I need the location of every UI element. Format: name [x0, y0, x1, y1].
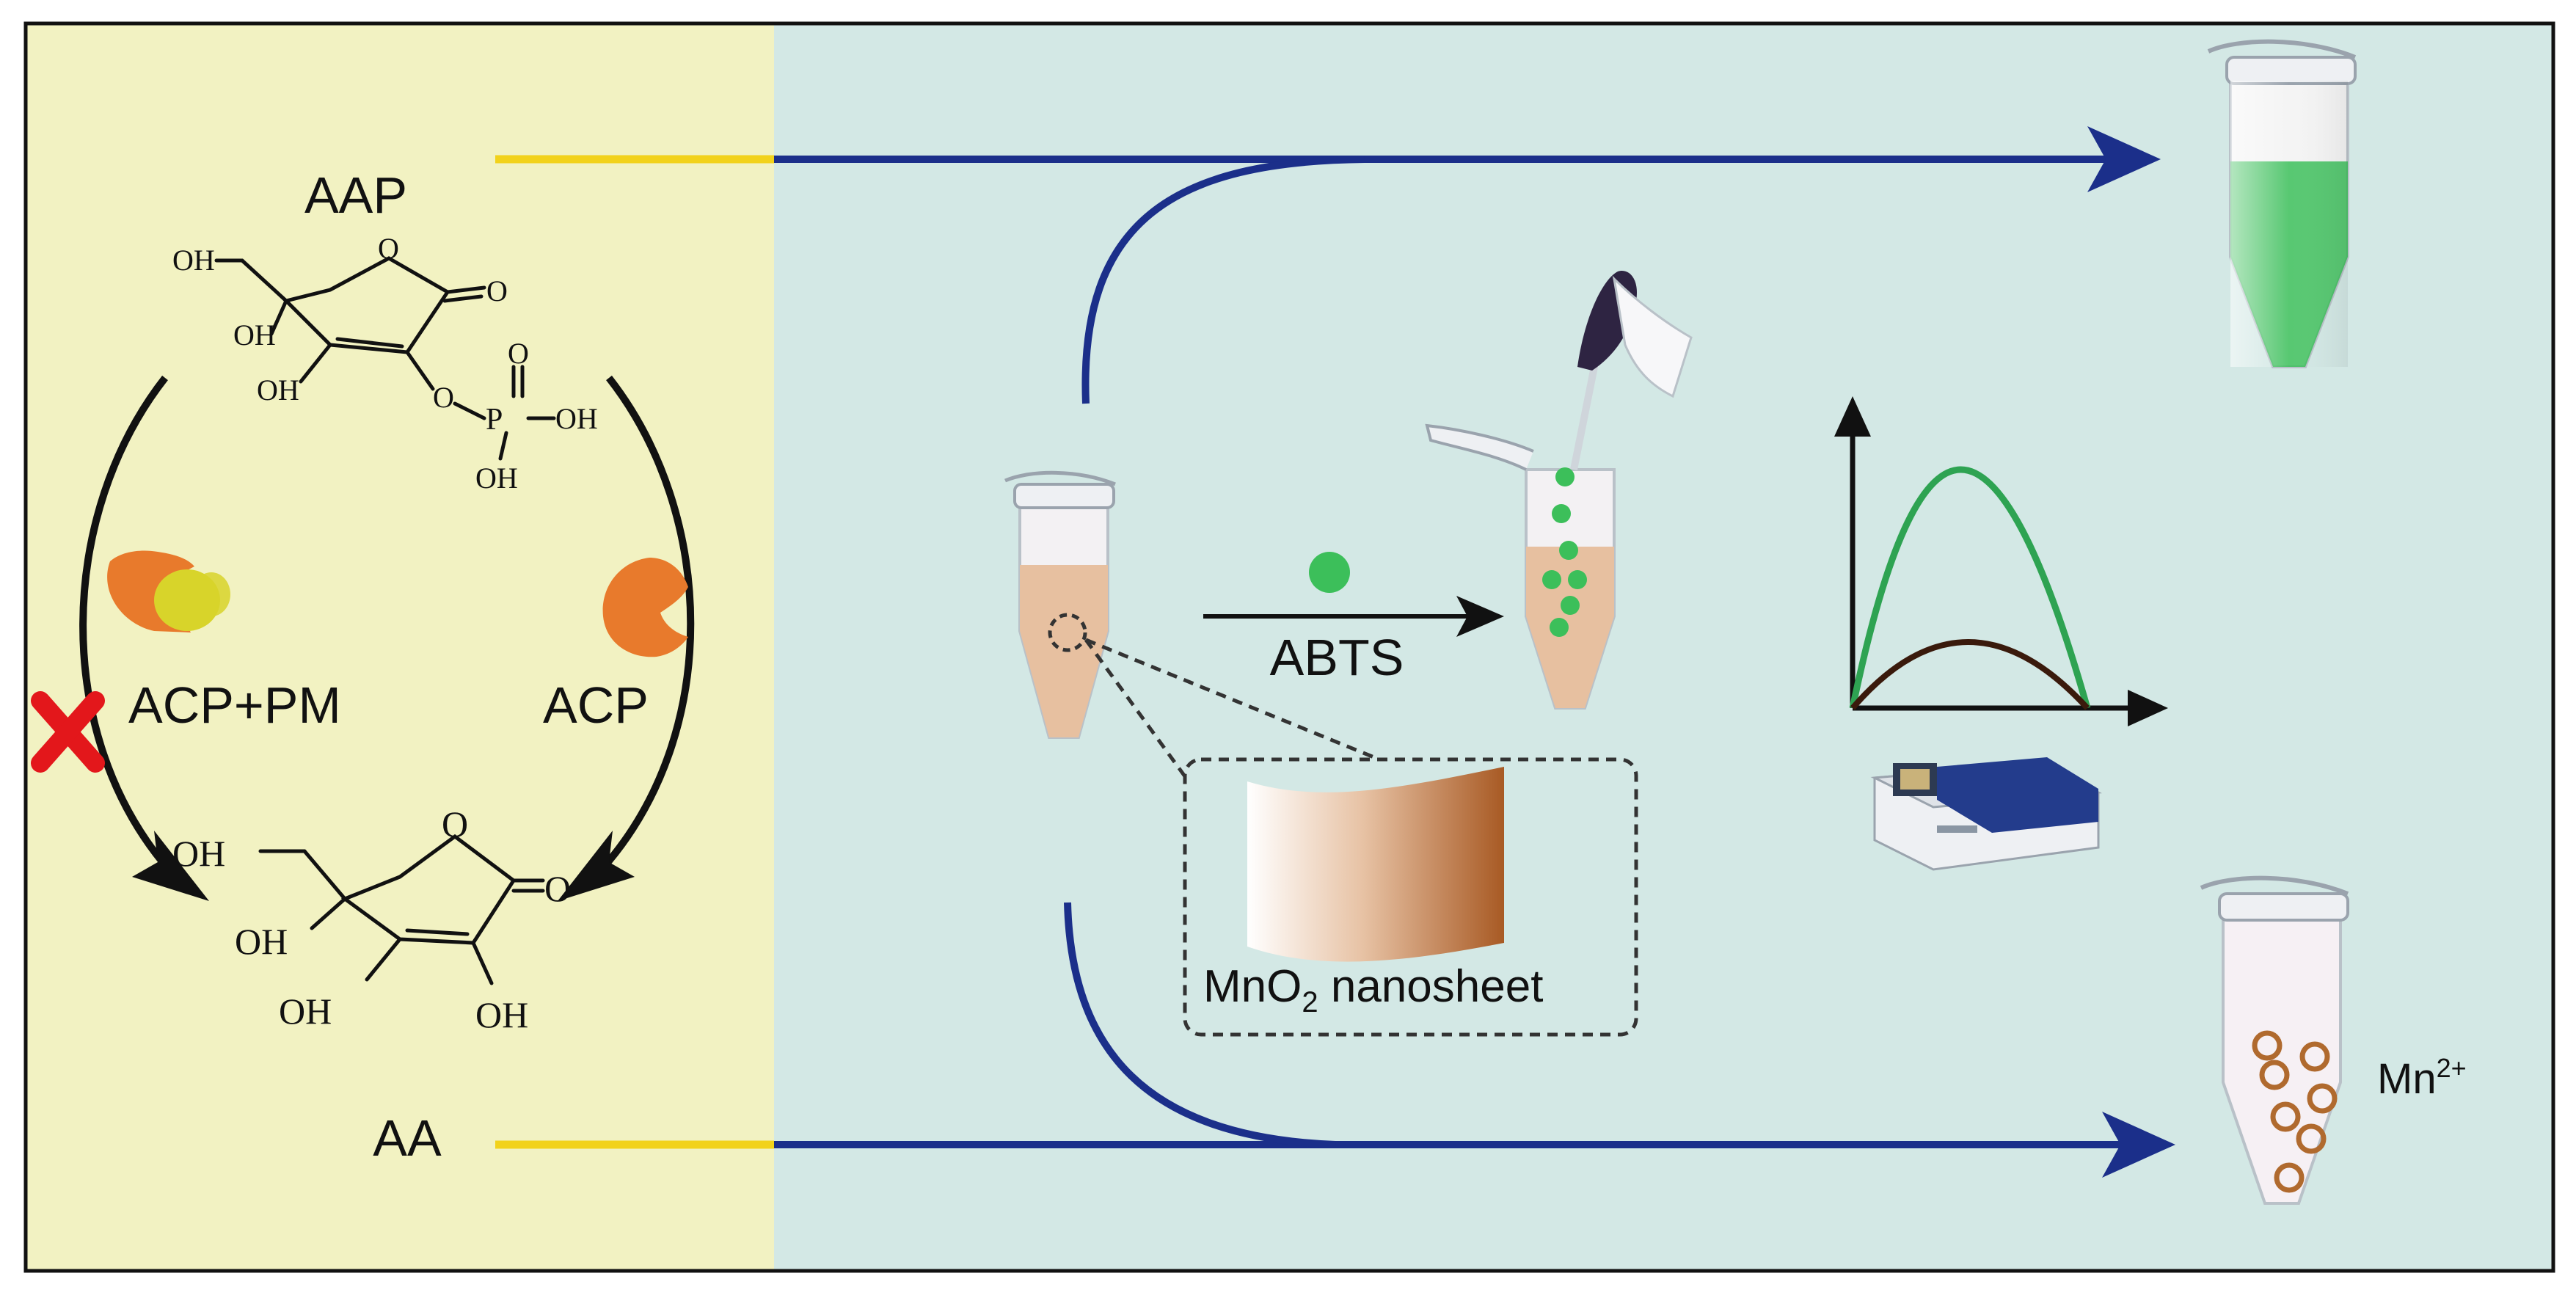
- abts-molecule-icon: [1309, 552, 1350, 593]
- pipette-hand-icon: [1570, 271, 1693, 470]
- enzyme-inhibitor-complex-icon: [107, 550, 230, 632]
- aap-carbonyl-o: O: [486, 274, 508, 307]
- figure-frame: [23, 21, 2555, 1273]
- spectrophotometer-icon: [1870, 757, 2102, 871]
- aap-ester-o: O: [433, 381, 454, 414]
- aap-p-oh-right: OH: [555, 402, 598, 435]
- inhibited-hydrolysis-arrow: [79, 375, 209, 901]
- upper-branch-curve: [1081, 156, 1365, 404]
- lower-branch-curve: [1064, 902, 1336, 1148]
- absorbance-chart-icon: [1834, 396, 2168, 726]
- inhibition-cross-icon: [31, 691, 105, 773]
- aap-p-double-o: O: [508, 337, 529, 370]
- aap-oh-c3: OH: [257, 373, 299, 406]
- nanosheet-inset: [1183, 757, 1638, 1037]
- acp-label: ACP: [543, 677, 649, 734]
- aap-structure: OH O O OH OH O P O OH OH: [172, 232, 598, 495]
- abts-arrow: [1203, 596, 1504, 637]
- reaction-tube-icon: [1425, 423, 1616, 710]
- mn-product-tube-icon: [2200, 875, 2349, 1205]
- zoom-line-left: [1084, 638, 1191, 783]
- aa-ring-o: O: [442, 803, 468, 845]
- aa-to-mn-tube-arrow: [774, 1112, 2175, 1178]
- green-product-tube-icon: [2207, 39, 2357, 368]
- nanosheet-icon: [1247, 767, 1504, 962]
- absorbance-curve-abts-ox: [1849, 466, 2091, 710]
- aap-p: P: [486, 403, 503, 437]
- aa-oh-c4: OH: [235, 921, 288, 962]
- aap-oh-ch2: OH: [172, 244, 215, 277]
- absorbance-curve-baseline: [1850, 639, 2090, 710]
- aap-label: AAP: [304, 167, 407, 224]
- aa-structure: OH O O OH OH OH: [172, 803, 571, 1035]
- aa-oh-ch2: OH: [172, 833, 225, 874]
- aap-p-oh-bottom: OH: [475, 462, 518, 495]
- acp-pm-label: ACP+PM: [128, 677, 341, 734]
- abts-label: ABTS: [1270, 629, 1404, 686]
- aap-oh-c4: OH: [233, 318, 276, 351]
- aap-ring-o: O: [378, 232, 399, 265]
- aa-oh-c2: OH: [475, 994, 528, 1035]
- mno2-tube-icon: [1004, 470, 1116, 739]
- aa-carbonyl-o: O: [544, 868, 571, 909]
- mn-ion-label: Mn2+: [2377, 1053, 2467, 1103]
- aa-oh-c3: OH: [279, 991, 332, 1032]
- mno2-nanosheet-label: MnO2 nanosheet: [1203, 961, 1543, 1018]
- aa-label: AA: [373, 1109, 442, 1167]
- enzyme-icon: [602, 558, 688, 657]
- aap-to-green-tube-arrow: [774, 126, 2161, 192]
- acp-hydrolysis-arrow: [558, 375, 695, 901]
